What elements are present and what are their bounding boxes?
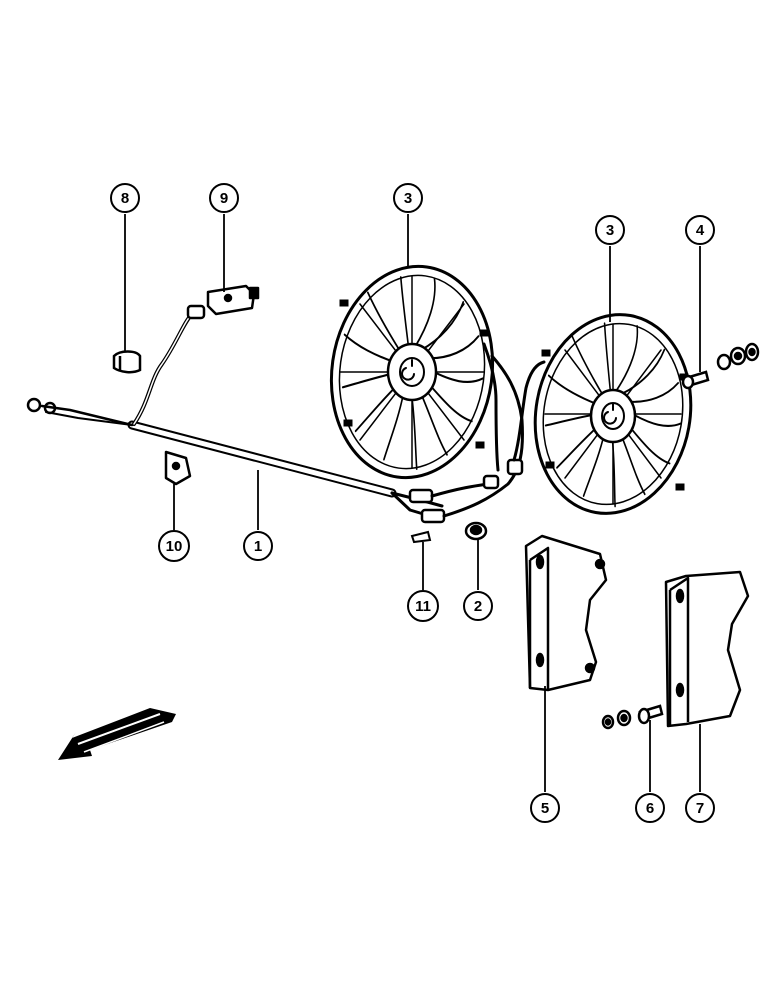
callout-4: 4 xyxy=(685,215,715,245)
fan-assembly-left xyxy=(329,262,495,481)
ring-terminal xyxy=(43,401,57,415)
fan-left-hub xyxy=(386,342,438,402)
callout-6: 6 xyxy=(635,793,665,823)
callout-10-number: 10 xyxy=(166,538,183,555)
callout-7: 7 xyxy=(685,793,715,823)
wire-clip-small xyxy=(410,530,432,544)
callout-3-right-number: 3 xyxy=(606,222,614,239)
bolt-washer-set-lower xyxy=(601,704,664,730)
fan-left-shroud-outer xyxy=(329,264,495,480)
callout-3-left: 3 xyxy=(393,183,423,213)
callout-11: 11 xyxy=(407,590,439,622)
fan-right-shroud-outer xyxy=(533,313,693,515)
fan-right-shroud-inner xyxy=(542,322,684,506)
callout-4-number: 4 xyxy=(696,222,705,239)
harness-clip xyxy=(112,350,142,374)
fan-assembly-right xyxy=(532,306,694,520)
harness-connector xyxy=(506,458,524,476)
front-direction-arrow xyxy=(58,708,176,760)
callout-10: 10 xyxy=(158,530,190,562)
bolt-washer-set-upper xyxy=(681,342,760,390)
callout-6-number: 6 xyxy=(646,800,654,817)
leader-lines xyxy=(124,214,701,792)
fan-mounting-bracket-left xyxy=(524,534,608,692)
callout-8: 8 xyxy=(110,183,140,213)
ring-terminal xyxy=(26,397,42,413)
callout-2: 2 xyxy=(463,591,493,621)
callout-8-number: 8 xyxy=(121,190,129,207)
callout-9: 9 xyxy=(209,183,239,213)
harness-connector xyxy=(186,304,206,320)
fan-nut xyxy=(464,521,488,541)
harness-connector xyxy=(482,474,500,490)
harness-connector xyxy=(420,508,446,524)
callout-11-number: 11 xyxy=(415,598,431,615)
wiring-harness xyxy=(26,304,546,524)
callout-7-number: 7 xyxy=(696,800,704,817)
callout-1-number: 1 xyxy=(254,538,262,555)
fan-right-hub xyxy=(589,388,637,444)
callout-1: 1 xyxy=(243,531,273,561)
relay-connector xyxy=(206,284,260,316)
fan-left-shroud-inner xyxy=(338,274,486,470)
callout-5-number: 5 xyxy=(541,800,549,817)
callout-9-number: 9 xyxy=(220,190,228,207)
callout-3-left-number: 3 xyxy=(404,190,412,207)
callout-5: 5 xyxy=(530,793,560,823)
callout-2-number: 2 xyxy=(474,598,482,615)
harness-bracket xyxy=(164,450,192,486)
callout-3-right: 3 xyxy=(595,215,625,245)
fan-mounting-bracket-right xyxy=(664,570,750,728)
harness-connector xyxy=(408,488,434,504)
